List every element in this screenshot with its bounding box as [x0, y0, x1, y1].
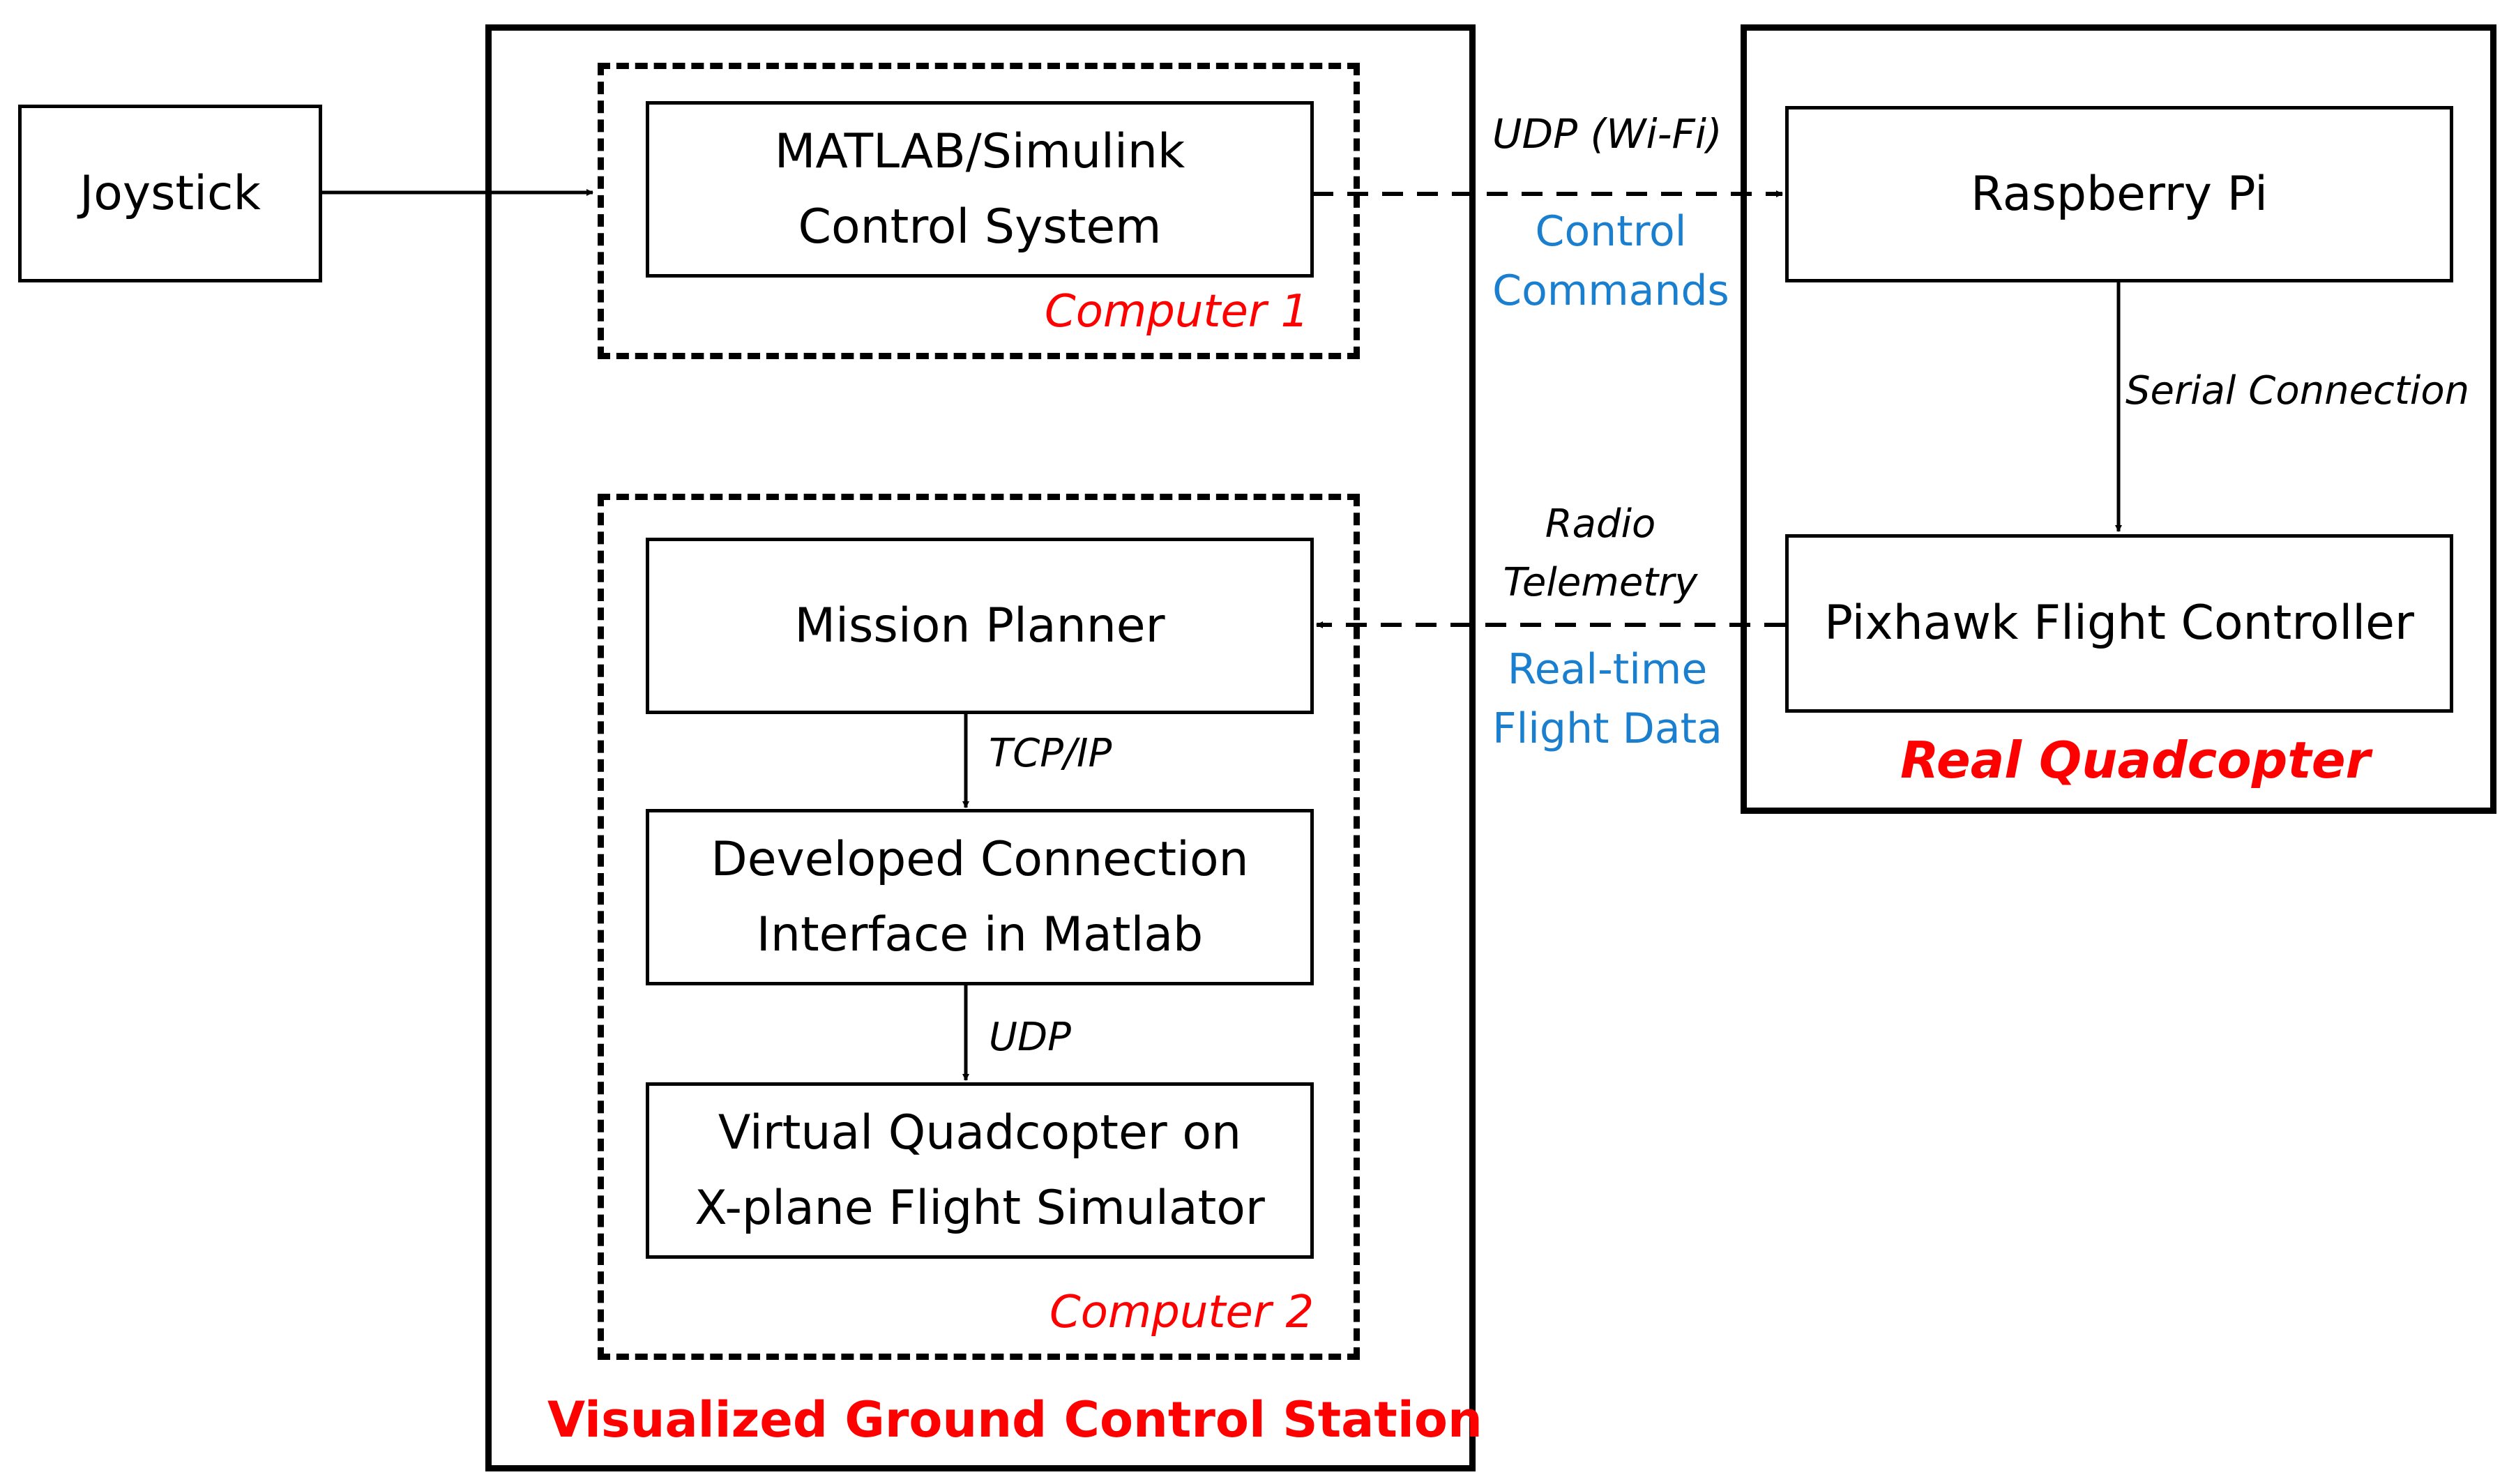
- computer1-label: Computer 1: [1045, 286, 1310, 338]
- mission-planner-label: Mission Planner: [794, 598, 1165, 653]
- serial-connection-label: Serial Connection: [2125, 368, 2470, 414]
- realtime-label-line1: Real-time: [1507, 645, 1708, 694]
- real-quadcopter-label: Real Quadcopter: [1900, 731, 2371, 789]
- joystick-label: Joystick: [79, 165, 261, 221]
- raspberry-node: Raspberry Pi: [1785, 106, 2453, 282]
- radio-telemetry-label: Radio Telemetry: [1485, 495, 1715, 612]
- joystick-node: Joystick: [18, 105, 322, 282]
- connection-label-line2: Interface in Matlab: [756, 907, 1204, 962]
- udp-label: UDP: [989, 1015, 1071, 1060]
- control-label-line2: Commands: [1492, 266, 1729, 316]
- ground-station-label: Visualized Ground Control Station: [547, 1391, 1483, 1448]
- realtime-label-line2: Flight Data: [1492, 704, 1722, 754]
- pixhawk-node: Pixhawk Flight Controller: [1785, 534, 2453, 713]
- radio-label-line1: Radio: [1545, 501, 1656, 547]
- virtual-quadcopter-node: Virtual Quadcopter on X-plane Flight Sim…: [646, 1082, 1314, 1259]
- connection-label-line1: Developed Connection: [711, 832, 1249, 888]
- connection-interface-node: Developed Connection Interface in Matlab: [646, 809, 1314, 985]
- mission-planner-node: Mission Planner: [646, 538, 1314, 714]
- computer2-group: [598, 494, 1360, 1360]
- matlab-label-line2: Control System: [798, 199, 1162, 255]
- matlab-node: MATLAB/Simulink Control System: [646, 101, 1314, 278]
- virtual-label-line1: Virtual Quadcopter on: [718, 1105, 1242, 1161]
- computer2-label: Computer 2: [1049, 1287, 1314, 1338]
- computer1-group: [598, 63, 1360, 359]
- ground-station-frame: [485, 24, 1476, 1471]
- control-commands-label: Control Commands: [1492, 202, 1729, 321]
- tcpip-label: TCP/IP: [989, 731, 1112, 776]
- pixhawk-label: Pixhawk Flight Controller: [1824, 596, 2414, 651]
- radio-label-line2: Telemetry: [1503, 560, 1698, 605]
- matlab-label-line1: MATLAB/Simulink: [774, 124, 1185, 180]
- real-quadcopter-frame: [1741, 24, 2496, 814]
- control-label-line1: Control: [1535, 207, 1687, 256]
- realtime-flight-data-label: Real-time Flight Data: [1485, 640, 1729, 759]
- virtual-label-line2: X-plane Flight Simulator: [695, 1180, 1265, 1236]
- udp-wifi-label: UDP (Wi-Fi): [1492, 110, 1722, 158]
- raspberry-label: Raspberry Pi: [1971, 166, 2268, 222]
